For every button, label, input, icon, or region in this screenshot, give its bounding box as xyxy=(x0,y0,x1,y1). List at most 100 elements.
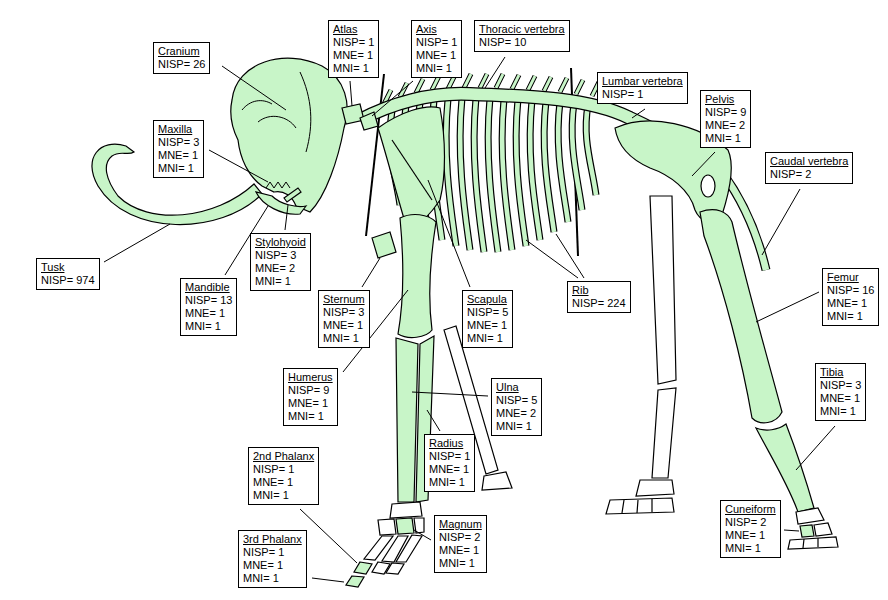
unshaded-bone xyxy=(390,502,422,518)
count-value: NISP= 1 xyxy=(333,36,374,49)
count-value: NISP= 1 xyxy=(416,36,457,49)
count-value: NISP= 3 xyxy=(158,136,199,149)
count-value: NISP= 16 xyxy=(827,284,874,297)
count-value: MNI= 1 xyxy=(496,420,537,433)
skull-detail xyxy=(300,72,311,152)
unshaded-bone xyxy=(814,523,832,536)
unshaded-bone xyxy=(386,563,404,574)
leader-line xyxy=(692,152,715,176)
shaded-bone xyxy=(92,58,378,224)
leader-line xyxy=(312,578,344,582)
count-value: MNE= 1 xyxy=(253,476,314,489)
bone-name: 3rd Phalanx xyxy=(243,533,302,546)
count-value: NISP= 1 xyxy=(253,463,314,476)
count-value: NISP= 974 xyxy=(41,274,95,287)
unshaded-bone xyxy=(482,472,512,490)
label-box: TibiaNISP= 3MNE= 1MNI= 1 xyxy=(815,363,866,421)
count-value: MNE= 1 xyxy=(827,297,874,310)
separator-line xyxy=(366,74,384,236)
bone-name: Atlas xyxy=(333,23,374,36)
count-value: MNE= 1 xyxy=(416,49,457,62)
bone-name: Rib xyxy=(572,284,626,297)
bone-name: Ulna xyxy=(496,381,537,394)
bone-name: Humerus xyxy=(288,371,333,384)
bone-name: Sternum xyxy=(323,293,365,306)
bone-name: Tusk xyxy=(41,261,95,274)
count-value: MNE= 1 xyxy=(323,319,365,332)
count-value: MNI= 1 xyxy=(158,162,199,175)
magnum-bone xyxy=(396,518,414,534)
count-value: MNI= 1 xyxy=(725,542,776,555)
leader-line xyxy=(796,426,835,470)
label-box: FemurNISP= 16MNE= 1MNI= 1 xyxy=(822,268,879,326)
bone-name: Radius xyxy=(429,437,470,450)
leader-line xyxy=(632,109,645,118)
label-box: MandibleNISP= 13MNE= 1MNI= 1 xyxy=(180,278,237,336)
pelvis-bone xyxy=(701,175,715,197)
leader-line xyxy=(285,205,288,230)
unshaded-bone xyxy=(378,519,396,535)
label-box: SternumNISP= 3MNE= 1MNI= 1 xyxy=(318,290,370,348)
count-value: MNE= 2 xyxy=(705,119,746,132)
count-value: MNE= 1 xyxy=(820,392,861,405)
phalanx-bone xyxy=(346,576,364,587)
unshaded-bone xyxy=(636,480,674,496)
count-value: MNI= 1 xyxy=(439,557,482,570)
count-value: MNE= 1 xyxy=(243,559,302,572)
bone-name: Caudal vertebra xyxy=(770,155,848,168)
scapula-bone xyxy=(378,107,445,232)
unshaded-bone xyxy=(444,196,676,514)
label-box: RadiusNISP= 1MNE= 1MNI= 1 xyxy=(424,434,475,492)
leader-line xyxy=(412,392,488,396)
tusk-bone xyxy=(92,144,262,224)
label-box: CraniumNISP= 26 xyxy=(153,42,210,74)
leader-line xyxy=(104,57,835,582)
count-value: NISP= 2 xyxy=(725,516,776,529)
cuneiform-bone xyxy=(800,525,814,537)
count-value: NISP= 9 xyxy=(705,106,746,119)
tibia-bone xyxy=(756,424,814,512)
sternum-bone xyxy=(372,232,396,258)
unshaded-bone xyxy=(788,537,838,549)
count-value: MNI= 1 xyxy=(827,310,874,323)
label-box: TuskNISP= 974 xyxy=(36,258,100,290)
bone-name: Femur xyxy=(827,271,874,284)
teeth-detail xyxy=(266,182,290,188)
bone-name: Maxilla xyxy=(158,123,199,136)
count-value: MNE= 2 xyxy=(255,262,306,275)
unshaded-bone xyxy=(803,538,818,548)
leader-line xyxy=(350,81,352,106)
count-value: MNE= 1 xyxy=(725,529,776,542)
count-value: MNI= 1 xyxy=(416,62,457,75)
leader-line xyxy=(414,530,431,540)
leader-line xyxy=(428,180,470,287)
label-box: UlnaNISP= 5MNE= 2MNI= 1 xyxy=(491,378,542,436)
bone-name: Thoracic vertebra xyxy=(479,23,565,36)
count-value: MNI= 1 xyxy=(185,320,232,333)
bone-name: Magnum xyxy=(439,518,482,531)
label-box: MagnumNISP= 2MNE= 1MNI= 1 xyxy=(434,515,487,573)
count-value: MNE= 1 xyxy=(467,319,508,332)
unshaded-bone xyxy=(796,508,824,524)
count-value: MNE= 1 xyxy=(439,544,482,557)
bone-name: Tibia xyxy=(820,366,861,379)
count-value: NISP= 2 xyxy=(439,531,482,544)
count-value: MNI= 1 xyxy=(288,410,333,423)
label-box: 3rd PhalanxNISP= 1MNE= 1MNI= 1 xyxy=(238,530,307,588)
ulna-bone xyxy=(396,338,418,502)
label-box: AxisNISP= 1MNE= 1MNI= 1 xyxy=(411,20,462,78)
count-value: MNE= 1 xyxy=(429,463,470,476)
label-box: HumerusNISP= 9MNE= 1MNI= 1 xyxy=(283,368,338,426)
stylohyoid-bone xyxy=(284,188,301,202)
count-value: NISP= 5 xyxy=(467,306,508,319)
bone-name: Mandible xyxy=(185,281,232,294)
count-value: NISP= 10 xyxy=(479,36,565,49)
bone-name: Lumbar vertebra xyxy=(602,75,683,88)
count-value: MNE= 1 xyxy=(185,307,232,320)
count-value: MNI= 1 xyxy=(429,476,470,489)
leader-line xyxy=(209,150,268,182)
leader-line xyxy=(104,224,170,262)
count-value: MNI= 1 xyxy=(255,275,306,288)
count-value: NISP= 3 xyxy=(820,379,861,392)
